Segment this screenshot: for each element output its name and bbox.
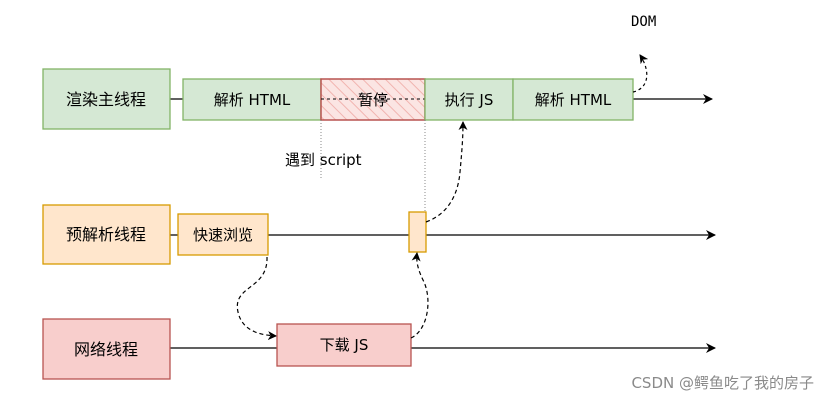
step-download-js-label: 下载 JS <box>320 336 369 354</box>
network-thread-text: 网络线程 <box>74 340 138 359</box>
step-pause: 暂停 <box>320 78 426 121</box>
render-thread-label: 渲染主线程 <box>42 68 171 130</box>
step-parse-html-1: 解析 HTML <box>182 78 322 121</box>
arrow-quick-browse-to-download <box>236 256 277 341</box>
network-thread-label: 网络线程 <box>42 318 171 380</box>
step-quick-browse: 快速浏览 <box>177 213 269 256</box>
preparse-signal-block <box>408 211 427 253</box>
step-quick-browse-label: 快速浏览 <box>193 226 253 244</box>
step-execute-js: 执行 JS <box>424 78 514 121</box>
render-thread-text: 渲染主线程 <box>66 90 146 109</box>
step-pause-label: 暂停 <box>358 91 388 109</box>
watermark: CSDN @鳄鱼吃了我的房子 <box>631 374 814 392</box>
meet-script-annotation: 遇到 script <box>285 151 362 169</box>
step-parse-html-2: 解析 HTML <box>512 78 634 121</box>
arrow-download-to-preparse <box>410 252 429 339</box>
step-parse-html-1-label: 解析 HTML <box>214 91 291 109</box>
preparse-thread-label: 预解析线程 <box>42 204 171 265</box>
step-download-js: 下载 JS <box>276 323 412 367</box>
step-execute-js-label: 执行 JS <box>445 91 494 109</box>
arrow-preparse-to-execute-js <box>425 121 468 223</box>
dom-label: DOM <box>631 14 656 30</box>
dom-arrow <box>632 54 649 93</box>
step-parse-html-2-label: 解析 HTML <box>535 91 612 109</box>
preparse-thread-text: 预解析线程 <box>66 225 146 244</box>
